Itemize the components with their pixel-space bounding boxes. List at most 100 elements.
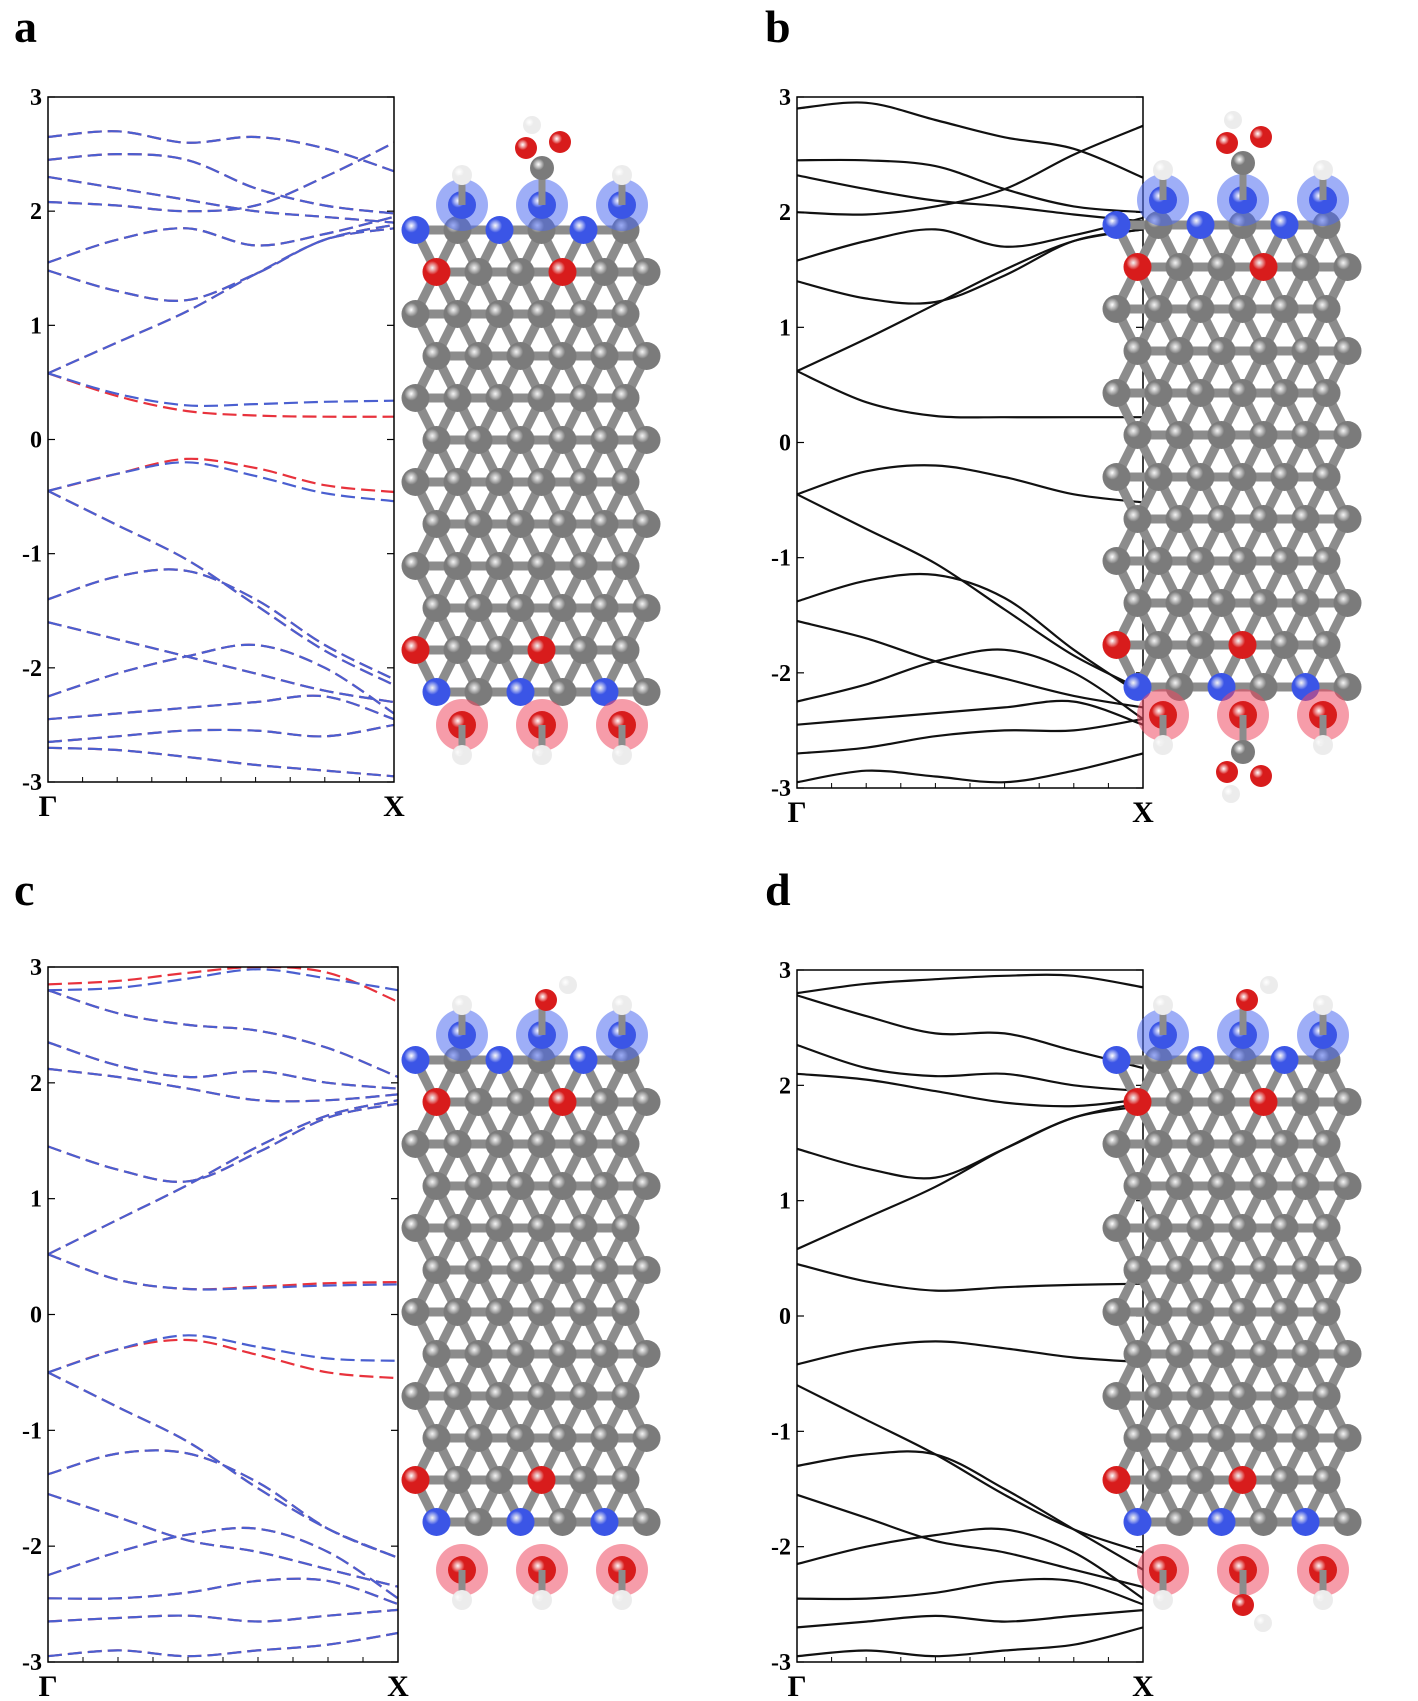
- molecule-structure-c: [401, 976, 661, 1610]
- carbon-atom: [1207, 337, 1236, 365]
- carbon-atom: [548, 1172, 577, 1200]
- carbon-atom: [1207, 589, 1236, 617]
- carbon-atom: [632, 678, 661, 706]
- y-tick-label: -2: [771, 661, 791, 687]
- plot-frame: [47, 96, 395, 783]
- hydrogen-atom: [1313, 160, 1333, 180]
- band-1: [797, 1340, 1143, 1366]
- x-label-x: X: [383, 790, 405, 823]
- band-spin-down-14: [48, 723, 394, 744]
- carbon-atom: [1312, 1298, 1341, 1326]
- carbon-atom: [548, 678, 577, 706]
- carbon-atom: [1270, 1382, 1299, 1410]
- carbon-atom: [1165, 1088, 1194, 1116]
- y-tick-label: -2: [22, 656, 42, 682]
- carbon-atom: [527, 1298, 556, 1326]
- nitrogen-atom: [1123, 1508, 1152, 1536]
- carbon-atom: [1144, 379, 1173, 407]
- hydrogen-atom: [612, 165, 632, 185]
- band-spin-down-2: [48, 1099, 398, 1256]
- carbon-atom: [1186, 631, 1215, 659]
- band-0: [797, 1263, 1143, 1292]
- carbon-atom: [1165, 421, 1194, 449]
- carbon-atom: [1291, 589, 1320, 617]
- nitrogen-atom: [1291, 1508, 1320, 1536]
- carbon-atom: [590, 1340, 619, 1368]
- nitrogen-atom: [1207, 1508, 1236, 1536]
- carbon-atom: [1165, 589, 1194, 617]
- band-spin-up-9: [48, 989, 398, 1079]
- carbon-atom: [464, 342, 493, 370]
- carbon-atom: [632, 1340, 661, 1368]
- carbon-atom: [569, 636, 598, 664]
- band-12: [797, 1577, 1143, 1606]
- carbon-atom: [1228, 379, 1257, 407]
- carbon-atom: [611, 468, 640, 496]
- carbon-atom: [485, 1130, 514, 1158]
- band-spin-up-7: [48, 1041, 398, 1090]
- molecule-structure-b: [1102, 111, 1362, 803]
- carbon-atom: [1123, 337, 1152, 365]
- carbon-atom: [1291, 1256, 1320, 1284]
- band-spin-down-7: [48, 1041, 398, 1090]
- carbon-atom: [590, 426, 619, 454]
- hydrogen-atom: [612, 1590, 632, 1610]
- carbon-atom: [527, 1382, 556, 1410]
- carbon-atom: [1102, 1214, 1131, 1242]
- band-spin-down-6: [48, 215, 394, 264]
- nitrogen-atom: [422, 1508, 451, 1536]
- y-tick-label: 2: [30, 199, 42, 225]
- carbon-atom: [1123, 1172, 1152, 1200]
- carbon-atom: [506, 510, 535, 538]
- carbon-atom: [1333, 673, 1362, 701]
- band-lines: [48, 130, 394, 778]
- carbon-atom: [590, 510, 619, 538]
- carbon-atom: [464, 1088, 493, 1116]
- y-tick-label: -3: [22, 770, 42, 796]
- carbon-atom: [1102, 1298, 1131, 1326]
- carbon-atom: [1291, 421, 1320, 449]
- y-tick-label: 2: [30, 1071, 42, 1097]
- carbon-atom: [1123, 1340, 1152, 1368]
- carbon-atom: [1312, 1130, 1341, 1158]
- oxygen-atom: [1228, 1466, 1257, 1494]
- y-tick-label: 3: [30, 85, 42, 111]
- carbon-atom: [1186, 1382, 1215, 1410]
- oxygen-atom: [1236, 989, 1258, 1011]
- carbon-atom: [590, 1088, 619, 1116]
- y-tick-label: -3: [771, 1650, 791, 1676]
- nitrogen-atom: [590, 1508, 619, 1536]
- y-tick-label: 3: [30, 955, 42, 981]
- carbon-atom: [1333, 1340, 1362, 1368]
- y-tick-label: 1: [30, 313, 42, 339]
- carbon-atom: [506, 594, 535, 622]
- nitrogen-atom: [1270, 1046, 1299, 1074]
- carbon-atom: [569, 1130, 598, 1158]
- band-5: [797, 1105, 1143, 1180]
- carbon-atom: [632, 1172, 661, 1200]
- carbon-atom: [1228, 1298, 1257, 1326]
- carbon-atom: [632, 510, 661, 538]
- carbon-atom: [611, 1214, 640, 1242]
- carbon-atom: [1333, 589, 1362, 617]
- hydrogen-atom: [452, 1590, 472, 1610]
- carbon-atom: [422, 1172, 451, 1200]
- hydrogen-atom: [1153, 1590, 1173, 1610]
- carbon-atom: [1228, 1382, 1257, 1410]
- carbon-atom: [1186, 1214, 1215, 1242]
- carbon-atom: [1333, 1256, 1362, 1284]
- carbon-atom: [569, 552, 598, 580]
- band-spin-down-5: [48, 1102, 398, 1183]
- band-3: [797, 493, 1143, 692]
- carbon-atom: [485, 636, 514, 664]
- y-tick-label: -3: [22, 1650, 42, 1676]
- carbon-atom: [464, 258, 493, 286]
- hydrogen-atom: [452, 995, 472, 1015]
- band-4: [797, 572, 1143, 697]
- carbon-atom: [485, 1466, 514, 1494]
- carbon-atom: [1165, 1256, 1194, 1284]
- oxygen-atom: [1249, 253, 1278, 281]
- carbon-atom: [1228, 547, 1257, 575]
- carbon-atom: [611, 552, 640, 580]
- hydrogen-atom: [1222, 785, 1240, 803]
